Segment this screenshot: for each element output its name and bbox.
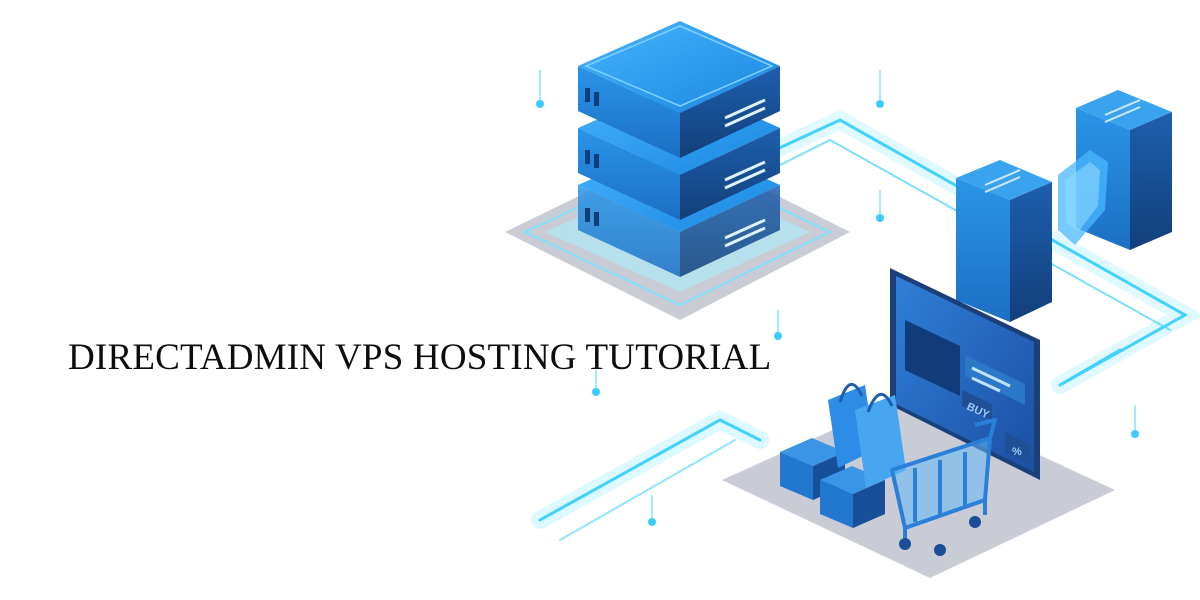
shopping-cart-icon	[890, 418, 997, 540]
monitor-icon	[890, 268, 1040, 480]
box-icon	[780, 438, 885, 528]
shield-icon	[1058, 150, 1108, 245]
shopping-bag-icon	[828, 383, 906, 488]
glow-drops	[536, 70, 1139, 526]
server-stack-icon	[578, 21, 780, 277]
server-tower-icon	[956, 90, 1172, 322]
page-title: DIRECTADMIN VPS HOSTING TUTORIAL	[68, 337, 772, 378]
discount-label: %	[1012, 446, 1022, 458]
